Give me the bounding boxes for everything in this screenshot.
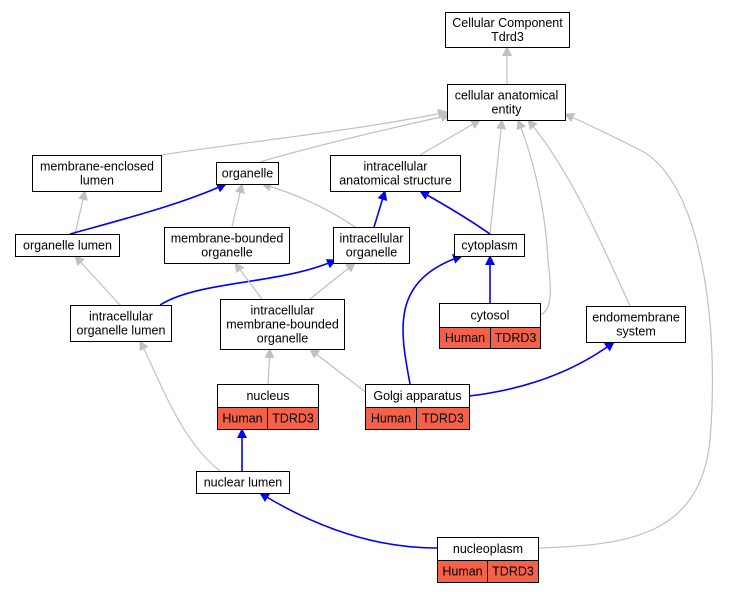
node-label-line: organelle xyxy=(201,246,252,260)
annotation-organism: Human xyxy=(371,412,411,426)
node-box xyxy=(454,234,525,257)
edge-nucleoplasm-to-nuclum xyxy=(259,492,438,549)
node-label-line: organelle xyxy=(222,167,273,181)
node-label-line: cytosol xyxy=(471,309,510,323)
edge-nuclum-to-iol xyxy=(139,340,221,472)
annotation-organism: Human xyxy=(442,565,482,579)
node-label-line: cytoplasm xyxy=(461,239,517,253)
edge-imbo-to-io xyxy=(309,262,356,300)
annotation-box xyxy=(365,407,470,430)
edge-org-to-cae xyxy=(259,112,451,163)
edge-io-to-ias xyxy=(373,190,388,228)
node-box xyxy=(196,471,290,494)
node-cyto[interactable]: cytoplasm xyxy=(454,234,525,257)
node-box xyxy=(32,155,162,192)
annotation-gene: TDRD3 xyxy=(422,412,464,426)
node-label-line: membrane-bounded xyxy=(226,318,339,332)
edge-orglum-to-mel xyxy=(74,190,88,235)
node-box xyxy=(164,227,290,264)
edge-nucleus-to-imbo xyxy=(264,348,275,385)
node-label-line: entity xyxy=(492,103,523,117)
node-label-line: nucleoplasm xyxy=(453,542,523,556)
node-label-line: intracellular xyxy=(89,310,153,324)
node-label-line: intracellular xyxy=(251,304,315,318)
edge-iol-to-orglum xyxy=(74,255,121,306)
node-label-line: organelle xyxy=(257,332,308,346)
node-label-line: Tdrd3 xyxy=(491,30,524,44)
annotation-organism: Human xyxy=(222,412,262,426)
annotation-organism: Human xyxy=(445,331,485,345)
edge-orglum-to-org xyxy=(69,183,227,235)
node-box xyxy=(216,162,279,185)
node-org[interactable]: organelle xyxy=(216,162,279,185)
node-label-line: cellular anatomical xyxy=(455,89,559,103)
node-label-line: Cellular Component xyxy=(452,16,563,30)
edge-imbo-to-mbo xyxy=(234,262,263,300)
edge-cytosol-to-cae xyxy=(516,119,552,316)
edge-ias-to-cae xyxy=(419,119,481,156)
edge-nucleoplasm-to-cae xyxy=(537,113,714,549)
edge-endo-to-cae xyxy=(527,119,631,307)
node-label-line: Golgi apparatus xyxy=(373,389,461,403)
node-label-line: nucleus xyxy=(246,389,289,403)
node-label-line: organelle lumen xyxy=(77,324,166,338)
node-label-line: membrane-enclosed xyxy=(40,160,154,174)
node-label-line: intracellular xyxy=(340,232,404,246)
node-box xyxy=(333,227,410,264)
annotation-gene: TDRD3 xyxy=(495,331,537,345)
edge-cyto-to-ias xyxy=(419,190,491,235)
edge-cyto-to-cae xyxy=(489,119,507,235)
node-box xyxy=(15,234,120,257)
node-box xyxy=(586,306,686,343)
edge-golgi-to-imbo xyxy=(309,348,369,395)
node-box xyxy=(70,305,172,342)
edge-iol-to-io xyxy=(159,259,337,306)
edge-mel-to-cae xyxy=(160,108,448,156)
node-label-line: endomembrane xyxy=(592,311,680,325)
edge-mbo-to-org xyxy=(231,183,245,228)
node-label-line: system xyxy=(616,325,656,339)
annotation-gene: TDRD3 xyxy=(272,412,314,426)
node-orglum[interactable]: organelle lumen xyxy=(15,234,120,257)
node-box xyxy=(439,303,541,328)
annotation-gene: TDRD3 xyxy=(492,565,534,579)
edge-golgi-to-cyto xyxy=(402,254,463,385)
node-label-line: anatomical structure xyxy=(339,174,452,188)
node-label-line: organelle lumen xyxy=(23,239,112,253)
node-label-line: organelle xyxy=(346,246,397,260)
node-label-line: nuclear lumen xyxy=(204,476,283,490)
node-label-line: intracellular xyxy=(364,160,428,174)
node-label-line: membrane-bounded xyxy=(171,232,284,246)
node-nuclum[interactable]: nuclear lumen xyxy=(196,471,290,494)
edges-layer xyxy=(69,46,714,549)
node-label-line: lumen xyxy=(80,174,114,188)
node-box xyxy=(445,12,570,48)
node-box xyxy=(330,155,461,192)
edge-io-to-org xyxy=(261,181,356,228)
node-box xyxy=(447,84,566,121)
edge-golgi-to-endo xyxy=(468,341,615,397)
node-box xyxy=(220,299,345,350)
